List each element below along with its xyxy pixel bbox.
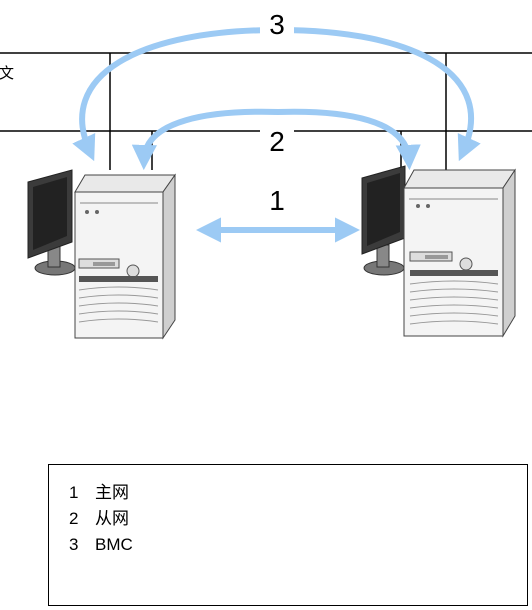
secondary-arrow-label: 2 (269, 126, 285, 157)
legend-number: 3 (69, 535, 79, 554)
legend-label: 从网 (95, 509, 129, 529)
legend-label: BMC (95, 535, 133, 554)
legend-number: 1 (69, 483, 79, 502)
legend-item-secondary: 2 从网 (69, 509, 129, 529)
right-monitor-icon (361, 165, 406, 276)
right-server-icon (361, 165, 516, 338)
legend-label: 主网 (95, 483, 129, 503)
legend-item-bmc: 3 BMC (69, 535, 133, 555)
left-monitor-icon (27, 169, 76, 276)
legend-box: 1 主网 2 从网 3 BMC (48, 464, 528, 606)
network-diagram: 3 2 1 (0, 9, 532, 340)
secondary-arrow (131, 108, 421, 171)
legend-number: 2 (69, 509, 79, 528)
left-server-icon (27, 169, 176, 340)
bmc-arrow-label: 3 (269, 9, 285, 40)
truncated-text: 文。 (0, 64, 14, 82)
legend-item-primary: 1 主网 (69, 483, 129, 503)
primary-arrow-label: 1 (269, 185, 285, 216)
